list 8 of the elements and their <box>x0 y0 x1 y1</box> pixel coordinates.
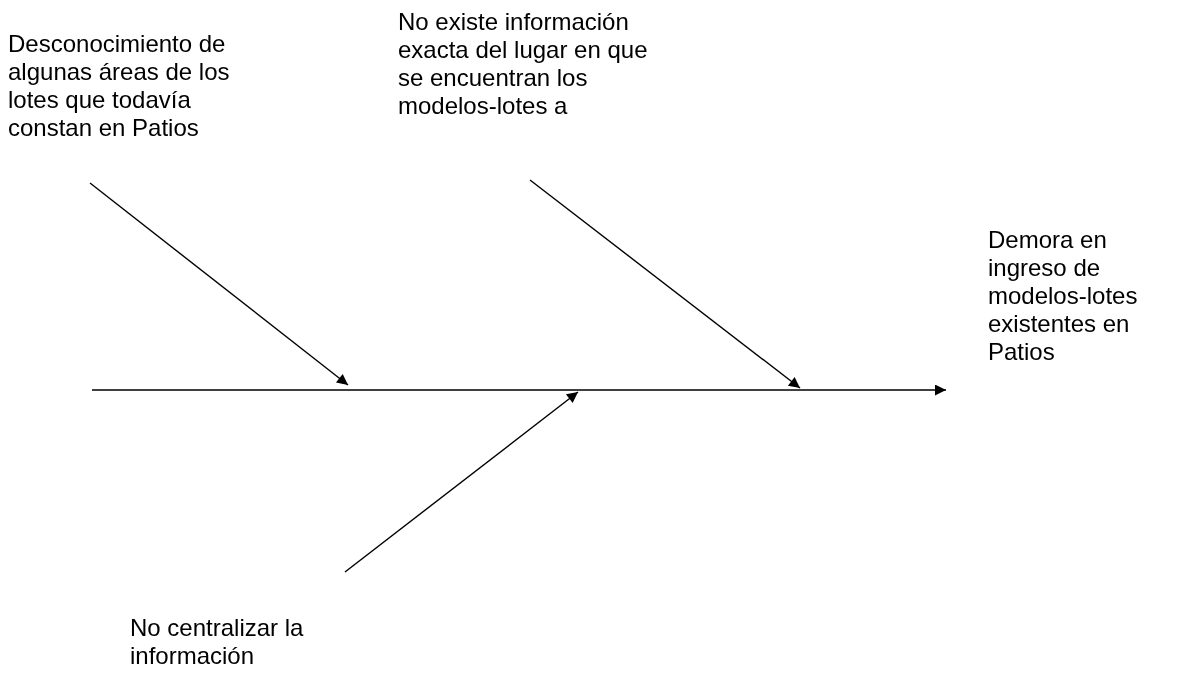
cause-label: Desconocimiento de algunas áreas de los lotes que todavía constan en Patios <box>8 30 231 142</box>
cause-label: No existe información exacta del lugar en que se encuentran los modelos-lotes a <box>398 8 649 120</box>
arrow <box>529 179 801 389</box>
arrow <box>91 384 947 396</box>
arrow <box>89 182 349 386</box>
cause-label: Demora en ingreso de modelos-lotes existentes en Patios <box>988 226 1139 366</box>
cause-label: No centralizar la información <box>130 614 305 670</box>
arrow <box>344 391 579 573</box>
